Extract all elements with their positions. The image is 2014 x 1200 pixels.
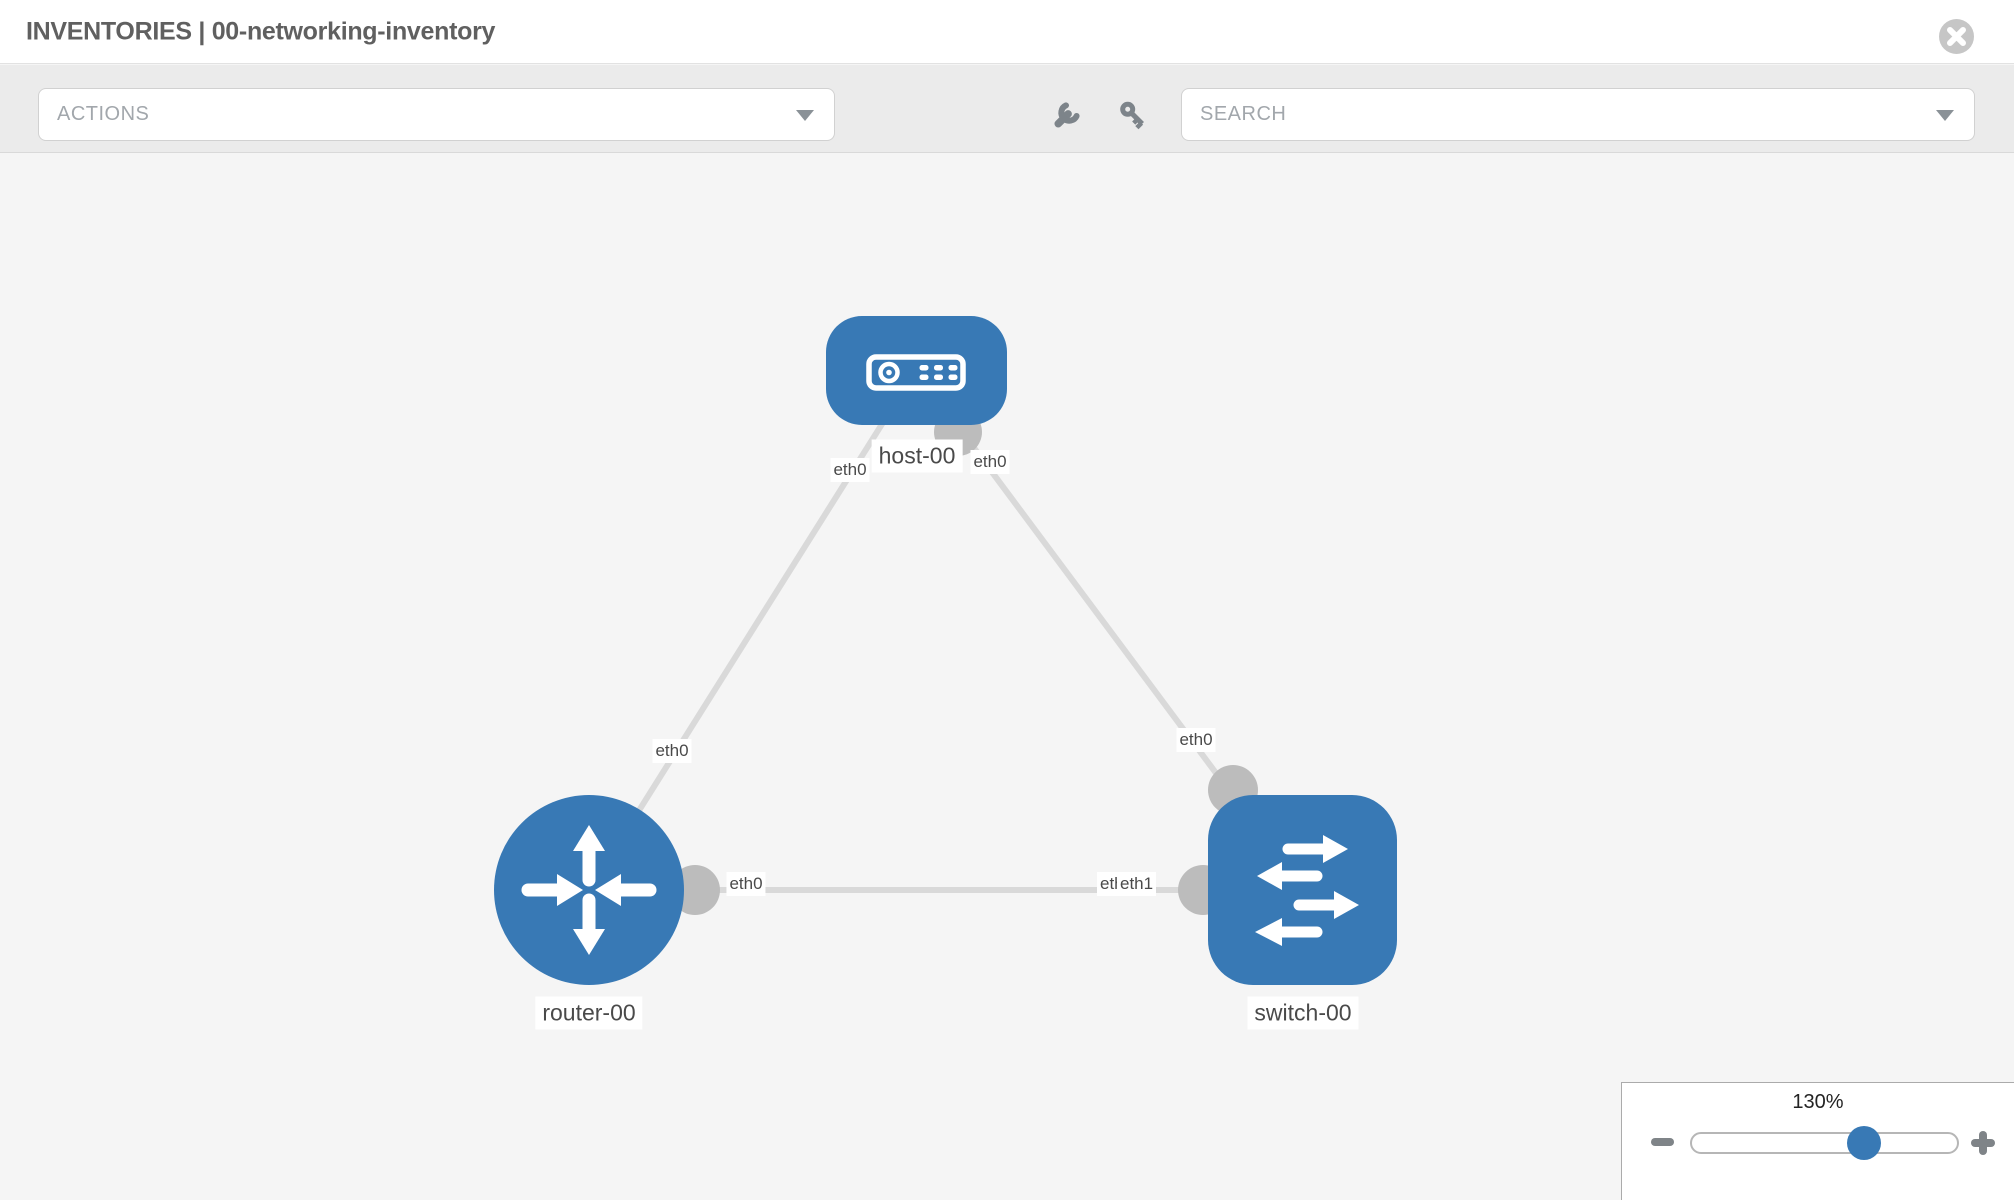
iface-label: eth0 [1176,728,1216,752]
search-dropdown[interactable]: SEARCH [1181,88,1975,141]
node-host-00[interactable] [826,316,1007,425]
interface-connectors [670,408,1258,915]
node-switch-00[interactable] [1208,795,1397,985]
node-label-switch: switch-00 [1247,996,1359,1030]
actions-dropdown[interactable]: ACTIONS [38,88,835,141]
close-icon[interactable] [1938,18,1975,55]
iface-label: eth0 [970,450,1010,474]
switch-icon [1255,835,1359,946]
key-icon[interactable] [1117,100,1149,132]
page-title: INVENTORIES | 00-networking-inventory [26,17,496,45]
chevron-down-icon [796,109,814,121]
zoom-panel: 130% [1621,1082,2014,1200]
node-label-host: host-00 [871,439,963,473]
router-icon [521,825,657,955]
zoom-slider[interactable] [1690,1126,1959,1160]
actions-dropdown-label: ACTIONS [57,103,150,125]
topology-canvas[interactable]: eth0 eth0 eth0 eth0 eth0 eth0 eth1 host-… [0,153,2014,1200]
node-router-00[interactable] [494,795,684,985]
header-bar: INVENTORIES | 00-networking-inventory [0,0,2014,64]
zoom-in-button[interactable] [1971,1131,1995,1155]
iface-label: eth0 [830,458,870,482]
wrench-icon[interactable] [1050,100,1082,132]
iface-label: eth0 [652,739,692,763]
toolbar: ACTIONS SEARCH [0,65,2014,153]
node-label-router: router-00 [535,996,643,1030]
zoom-out-button[interactable] [1651,1138,1674,1146]
search-dropdown-label: SEARCH [1200,103,1287,125]
iface-label: eth0 [726,872,766,896]
iface-label: eth1 [1117,872,1157,896]
zoom-level-label: 130% [1792,1091,1844,1113]
chevron-down-icon [1936,109,1954,121]
zoom-slider-thumb[interactable] [1847,1126,1881,1160]
link-host-router[interactable] [586,368,919,892]
server-icon [866,354,966,391]
